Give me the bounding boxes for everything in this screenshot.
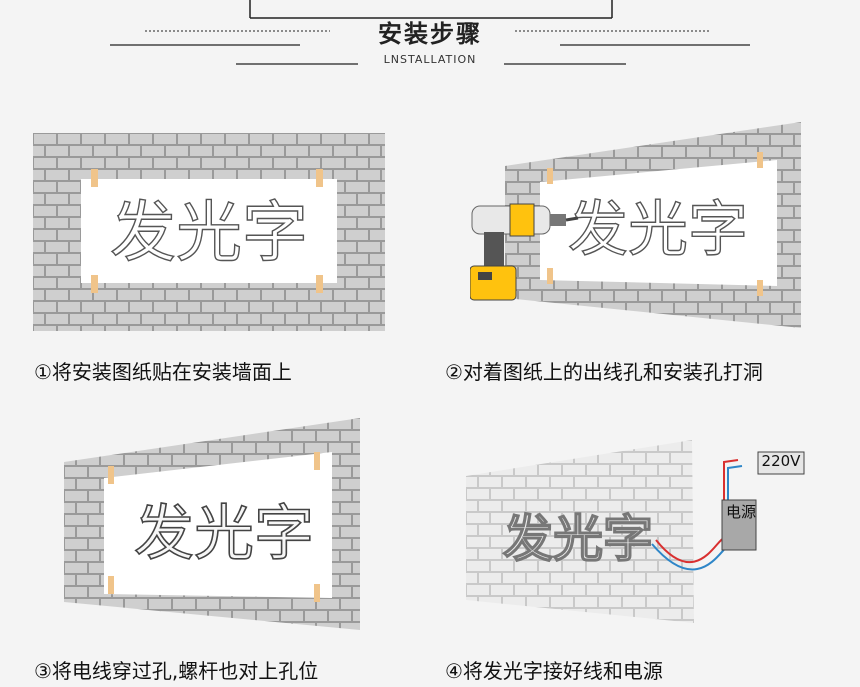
sign-outline-text: 发光字: [110, 194, 308, 271]
voltage-box: [757, 451, 805, 475]
tape: [316, 275, 323, 293]
step3-caption: ③将电线穿过孔,螺杆也对上孔位: [34, 659, 319, 683]
header-frame: [249, 0, 613, 19]
sign-outline-text: 发光字: [134, 499, 314, 569]
template-paper: [104, 452, 332, 598]
sign-outline-text: 发光字: [568, 195, 748, 265]
step3-wall: 发光字: [64, 418, 360, 630]
tape: [91, 275, 98, 293]
template-paper: [540, 160, 777, 286]
step2-wall: 发光字: [470, 122, 801, 328]
voltage-label: 220V: [761, 452, 801, 470]
power-supply-label: 电源: [726, 503, 757, 521]
step1-caption: ①将安装图纸贴在安装墙面上: [34, 360, 292, 384]
tape: [91, 169, 98, 187]
step1-wall: 发光字: [33, 133, 385, 331]
drill-icon: [470, 203, 579, 301]
page-subtitle: LNSTALLATION: [383, 53, 477, 66]
tape: [316, 169, 323, 187]
step4-caption: ④将发光字接好线和电源: [445, 659, 663, 683]
step2-caption: ②对着图纸上的出线孔和安装孔打洞: [445, 360, 763, 384]
page-title: 安装步骤: [378, 20, 482, 48]
template-paper: [81, 179, 337, 283]
power-supply-box: [721, 499, 757, 551]
step4-wall: 发光字: [466, 440, 805, 623]
sign-3d-text: 发光字: [503, 510, 653, 568]
header-lines: [110, 30, 750, 65]
